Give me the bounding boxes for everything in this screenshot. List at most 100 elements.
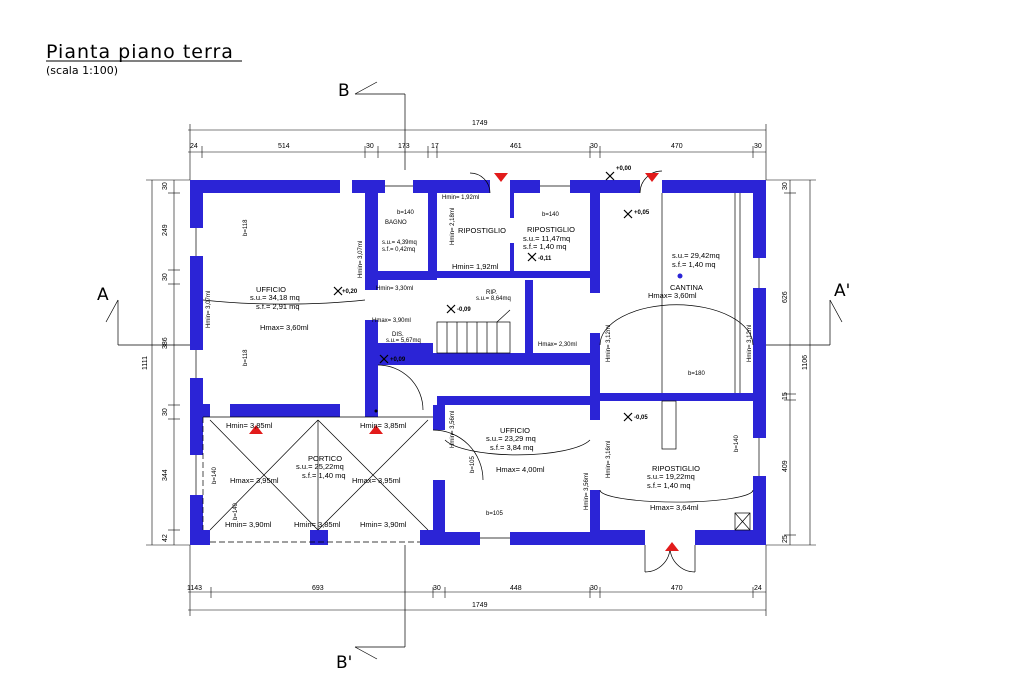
room-name: UFFICIO <box>500 426 530 435</box>
right-dim-4: 409 <box>782 460 789 472</box>
top-dim-9: 30 <box>754 143 762 150</box>
bottom-dim-1: 1143 <box>187 585 202 592</box>
bottom-dim-2: 693 <box>312 585 324 592</box>
right-dim-3: 15 <box>782 392 789 400</box>
stairs <box>436 309 511 354</box>
section-mark-a-right: A' <box>834 281 850 301</box>
left-dim-7: 42 <box>162 534 169 542</box>
level-2: -0,11 <box>538 256 552 262</box>
opening-1: b=118 <box>243 219 249 236</box>
left-dim-5: 30 <box>162 408 169 416</box>
level-3: +0,20 <box>342 289 358 295</box>
room-su: s.u.= 4,39mq <box>382 240 417 246</box>
room-hmin-right: Hmin= 3,56ml <box>584 473 590 510</box>
top-dim-7: 30 <box>590 143 598 150</box>
right-overall-dim: 1106 <box>802 355 809 370</box>
room-hmin-3: Hmin= 3,90ml <box>225 520 272 529</box>
room-name: RIPOSTIGLIO <box>458 226 506 235</box>
room-su: s.u.= 29,42mq <box>672 251 720 260</box>
openings <box>190 180 766 545</box>
room-su: s.u.= 5,67mq <box>386 338 421 344</box>
room-name: DIS. <box>392 332 404 338</box>
room-hmin: Hmin= 1,92ml <box>442 195 479 201</box>
bottom-dim-7: 24 <box>754 585 762 592</box>
room-sf: s.f.= 1,40 mq <box>302 471 346 480</box>
room-name: PORTICO <box>308 454 342 463</box>
room-sf: s.f.= 1,40 mq <box>523 242 567 251</box>
bottom-overall-dim: 1749 <box>472 602 488 609</box>
plan-title: Pianta piano terra <box>46 41 234 63</box>
left-dimensions: 30 249 30 386 30 344 42 1111 <box>142 179 190 546</box>
room-ufficio-left: UFFICIO s.u.= 34,18 mq s.f.= 2,91 mq Hma… <box>206 241 364 332</box>
level-crosses <box>333 171 633 422</box>
right-dim-5: 25 <box>782 535 789 543</box>
opening-8: b=140 <box>212 466 218 484</box>
room-hmax: Hmax= 3,90ml <box>372 318 411 324</box>
bottom-dim-4: 448 <box>510 585 522 592</box>
section-mark-b-top: B <box>338 81 350 101</box>
opening-2: b=118 <box>243 349 249 366</box>
opening-4: b=140 <box>542 212 560 218</box>
room-name: CANTINA <box>670 283 703 292</box>
door-swings <box>202 170 754 573</box>
left-dim-3: 30 <box>162 273 169 281</box>
level-4: -0,09 <box>457 307 471 313</box>
room-ripostiglio-c: RIPOSTIGLIO s.u.= 19,22mq s.f.= 1,40 mq … <box>606 441 700 512</box>
room-hmax: Hmax= 4,00ml <box>496 465 545 474</box>
top-overall-dim: 1749 <box>472 120 488 127</box>
level-6: -0,05 <box>634 415 648 421</box>
room-hmin-2: Hmin= 3,85ml <box>360 421 407 430</box>
bottom-dimensions: 1143 693 30 448 30 470 24 1749 <box>187 545 767 616</box>
opening-6: b=105 <box>470 455 476 473</box>
room-su: s.u.= 25,22mq <box>296 462 344 471</box>
level-5: +0,09 <box>390 357 406 363</box>
room-hmin-right: Hmin= 3,12ml <box>747 325 753 362</box>
room-sf: s.f.= 3,84 mq <box>490 443 534 452</box>
room-hmax: Hmax= 2,30ml <box>538 342 577 348</box>
opening-labels: b=118 b=118 b=140 b=140 b=180 b=105 b=10… <box>212 210 740 520</box>
room-portico: PORTICO s.u.= 25,22mq s.f.= 1,40 mq Hmax… <box>225 421 407 529</box>
right-dim-2: 626 <box>782 291 789 303</box>
bottom-dim-3: 30 <box>433 585 441 592</box>
left-dim-2: 249 <box>162 224 169 236</box>
section-mark-b-bottom: B' <box>336 653 352 673</box>
room-ufficio-center: UFFICIO s.u.= 23,29 mq s.f.= 3,84 mq Hma… <box>450 411 590 510</box>
room-sf: s.f.= 1,40 mq <box>672 260 716 269</box>
room-hmax: Hmax= 3,64ml <box>650 503 699 512</box>
top-dimensions: 1749 24 514 30 173 17 461 30 470 30 <box>188 120 767 180</box>
room-ripostiglio-b: RIPOSTIGLIO s.u.= 11,47mq s.f.= 1,40 mq … <box>452 225 575 271</box>
opening-10: b=140 <box>233 502 239 520</box>
room-hmin: Hmin= 3,56ml <box>450 411 456 448</box>
room-sf: s.f.= 1,40 mq <box>647 481 691 490</box>
left-dim-4: 386 <box>162 337 169 349</box>
section-mark-a-left: A <box>97 285 109 305</box>
room-name: RIPOSTIGLIO <box>652 464 700 473</box>
top-dim-4: 173 <box>398 143 410 150</box>
room-hmin-4: Hmin= 3,85ml <box>294 520 341 529</box>
room-hmin: Hmin= 3,16ml <box>606 441 612 478</box>
right-dimensions: 30 626 15 409 25 1106 <box>766 179 816 546</box>
opening-5: b=180 <box>688 371 706 377</box>
opening-9: b=140 <box>734 434 740 452</box>
room-name: BAGNO <box>385 220 407 226</box>
room-hmin-v: Hmin= 2,18ml <box>450 208 456 245</box>
room-dis: DIS. s.u.= 5,67mq Hmax= 3,90ml Hmin= 3,3… <box>372 286 421 344</box>
room-hmin-5: Hmin= 3,90ml <box>360 520 407 529</box>
room-rip: RIP. s.u.= 8,64mq Hmax= 2,30ml <box>476 290 577 348</box>
bottom-dim-6: 470 <box>671 585 683 592</box>
room-bagno: BAGNO s.u.= 4,39mq s.f.= 0,42mq <box>382 220 417 253</box>
top-dim-2: 514 <box>278 143 290 150</box>
room-hmin-right: Hmin= 3,07ml <box>358 241 364 278</box>
room-name: RIP. <box>486 290 497 296</box>
level-0: +0,00 <box>616 166 632 172</box>
top-dim-5: 17 <box>431 143 439 150</box>
bottom-dim-5: 30 <box>590 585 598 592</box>
top-dim-6: 461 <box>510 143 522 150</box>
room-hmax: Hmax= 3,60ml <box>260 323 309 332</box>
room-hmin: Hmin= 1,92ml <box>452 262 499 271</box>
room-hmin-1: Hmin= 3,85ml <box>226 421 273 430</box>
room-hmax-1: Hmax= 3,95ml <box>230 476 279 485</box>
room-hmin: Hmin= 3,12ml <box>606 325 612 362</box>
